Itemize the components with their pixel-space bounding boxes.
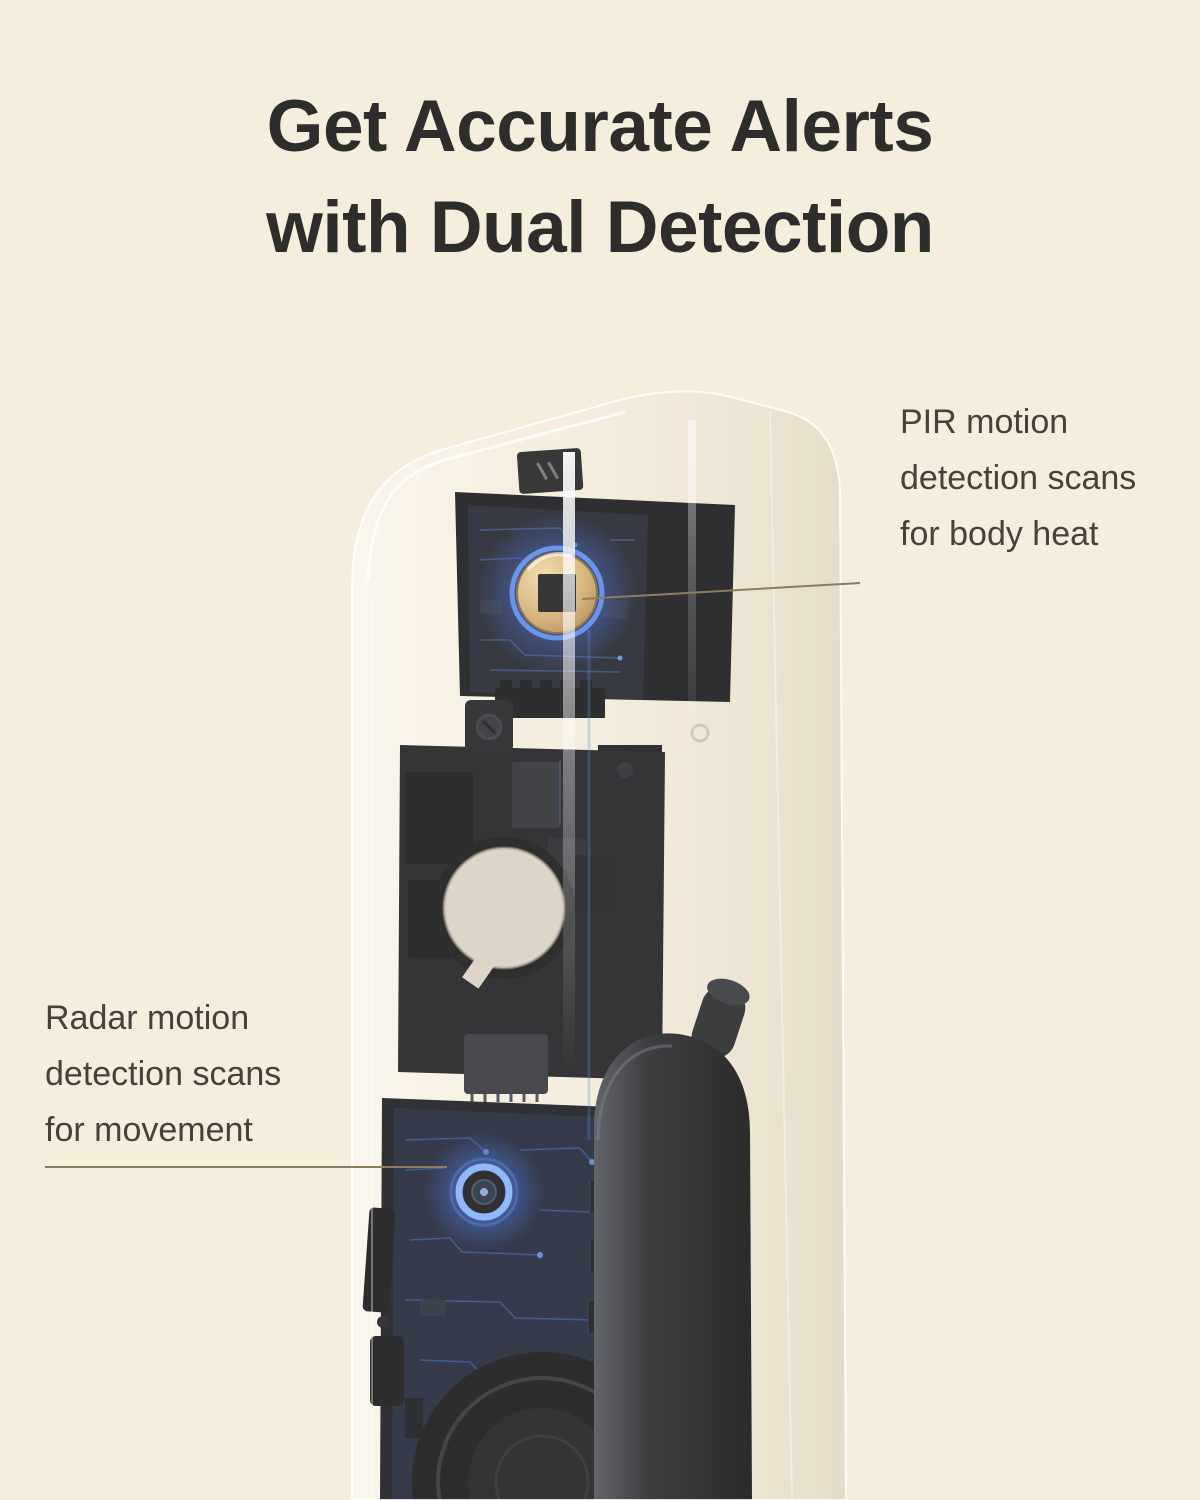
title-line-1: Get Accurate Alerts bbox=[266, 86, 934, 167]
radar-sensor bbox=[424, 1132, 544, 1252]
pir-callout-line bbox=[581, 582, 861, 600]
callout-radar-line-2: detection scans bbox=[45, 1055, 282, 1093]
title-line-2: with Dual Detection bbox=[266, 187, 934, 268]
callout-pir-line-3: for body heat bbox=[900, 515, 1099, 553]
mid-chassis bbox=[398, 700, 665, 1102]
callout-radar-line-1: Radar motion bbox=[45, 999, 250, 1037]
side-components bbox=[362, 1207, 404, 1406]
transparent-shell-front bbox=[351, 390, 848, 1500]
camera-barrel bbox=[594, 978, 752, 1500]
callout-radar: Radar motion detection scans for movemen… bbox=[45, 990, 281, 1158]
internal-assembly bbox=[362, 448, 752, 1500]
callout-pir-line-2: detection scans bbox=[900, 459, 1137, 497]
page-title: Get Accurate Alerts with Dual Detection bbox=[0, 76, 1200, 278]
callout-pir-line-1: PIR motion bbox=[900, 403, 1069, 441]
callout-radar-line-3: for movement bbox=[45, 1111, 253, 1149]
callout-pir: PIR motion detection scans for body heat bbox=[900, 394, 1136, 562]
